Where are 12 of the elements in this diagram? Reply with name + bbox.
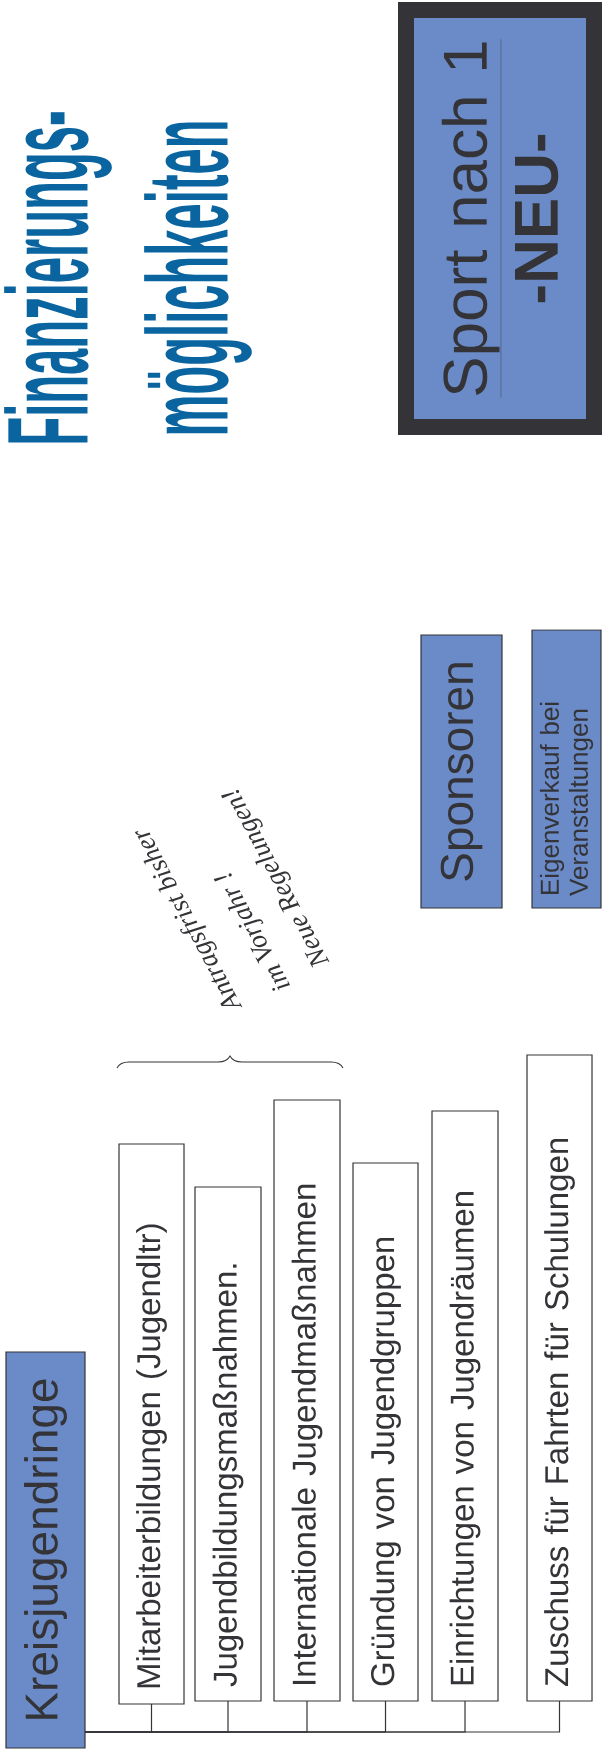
category-box: Eigenverkauf bei Veranstaltungen bbox=[531, 629, 602, 909]
category-box: Sponsoren bbox=[420, 634, 503, 909]
item-box: Mitarbeiterbildungen (Jugendltr) bbox=[118, 1143, 185, 1705]
item-box: Internationale Jugendmaßnahmen bbox=[273, 1099, 341, 1702]
highlight-box: Sport nach 1 -NEU- bbox=[398, 2, 602, 435]
category-box: Kreisjugendringe bbox=[5, 1351, 86, 1749]
connector-line bbox=[84, 1700, 561, 1733]
item-box: Gründung von Jugendgruppen bbox=[352, 1162, 419, 1702]
title: Finanzierungs- möglichkeiten bbox=[4, 112, 252, 443]
item-box: Jugendbildungsmaßnahmen. bbox=[194, 1186, 262, 1702]
item-box: Einrichtungen von Jugendräumen bbox=[431, 1110, 499, 1702]
item-box: Zuschuss für Fahrten für Schulungen bbox=[526, 1054, 593, 1702]
